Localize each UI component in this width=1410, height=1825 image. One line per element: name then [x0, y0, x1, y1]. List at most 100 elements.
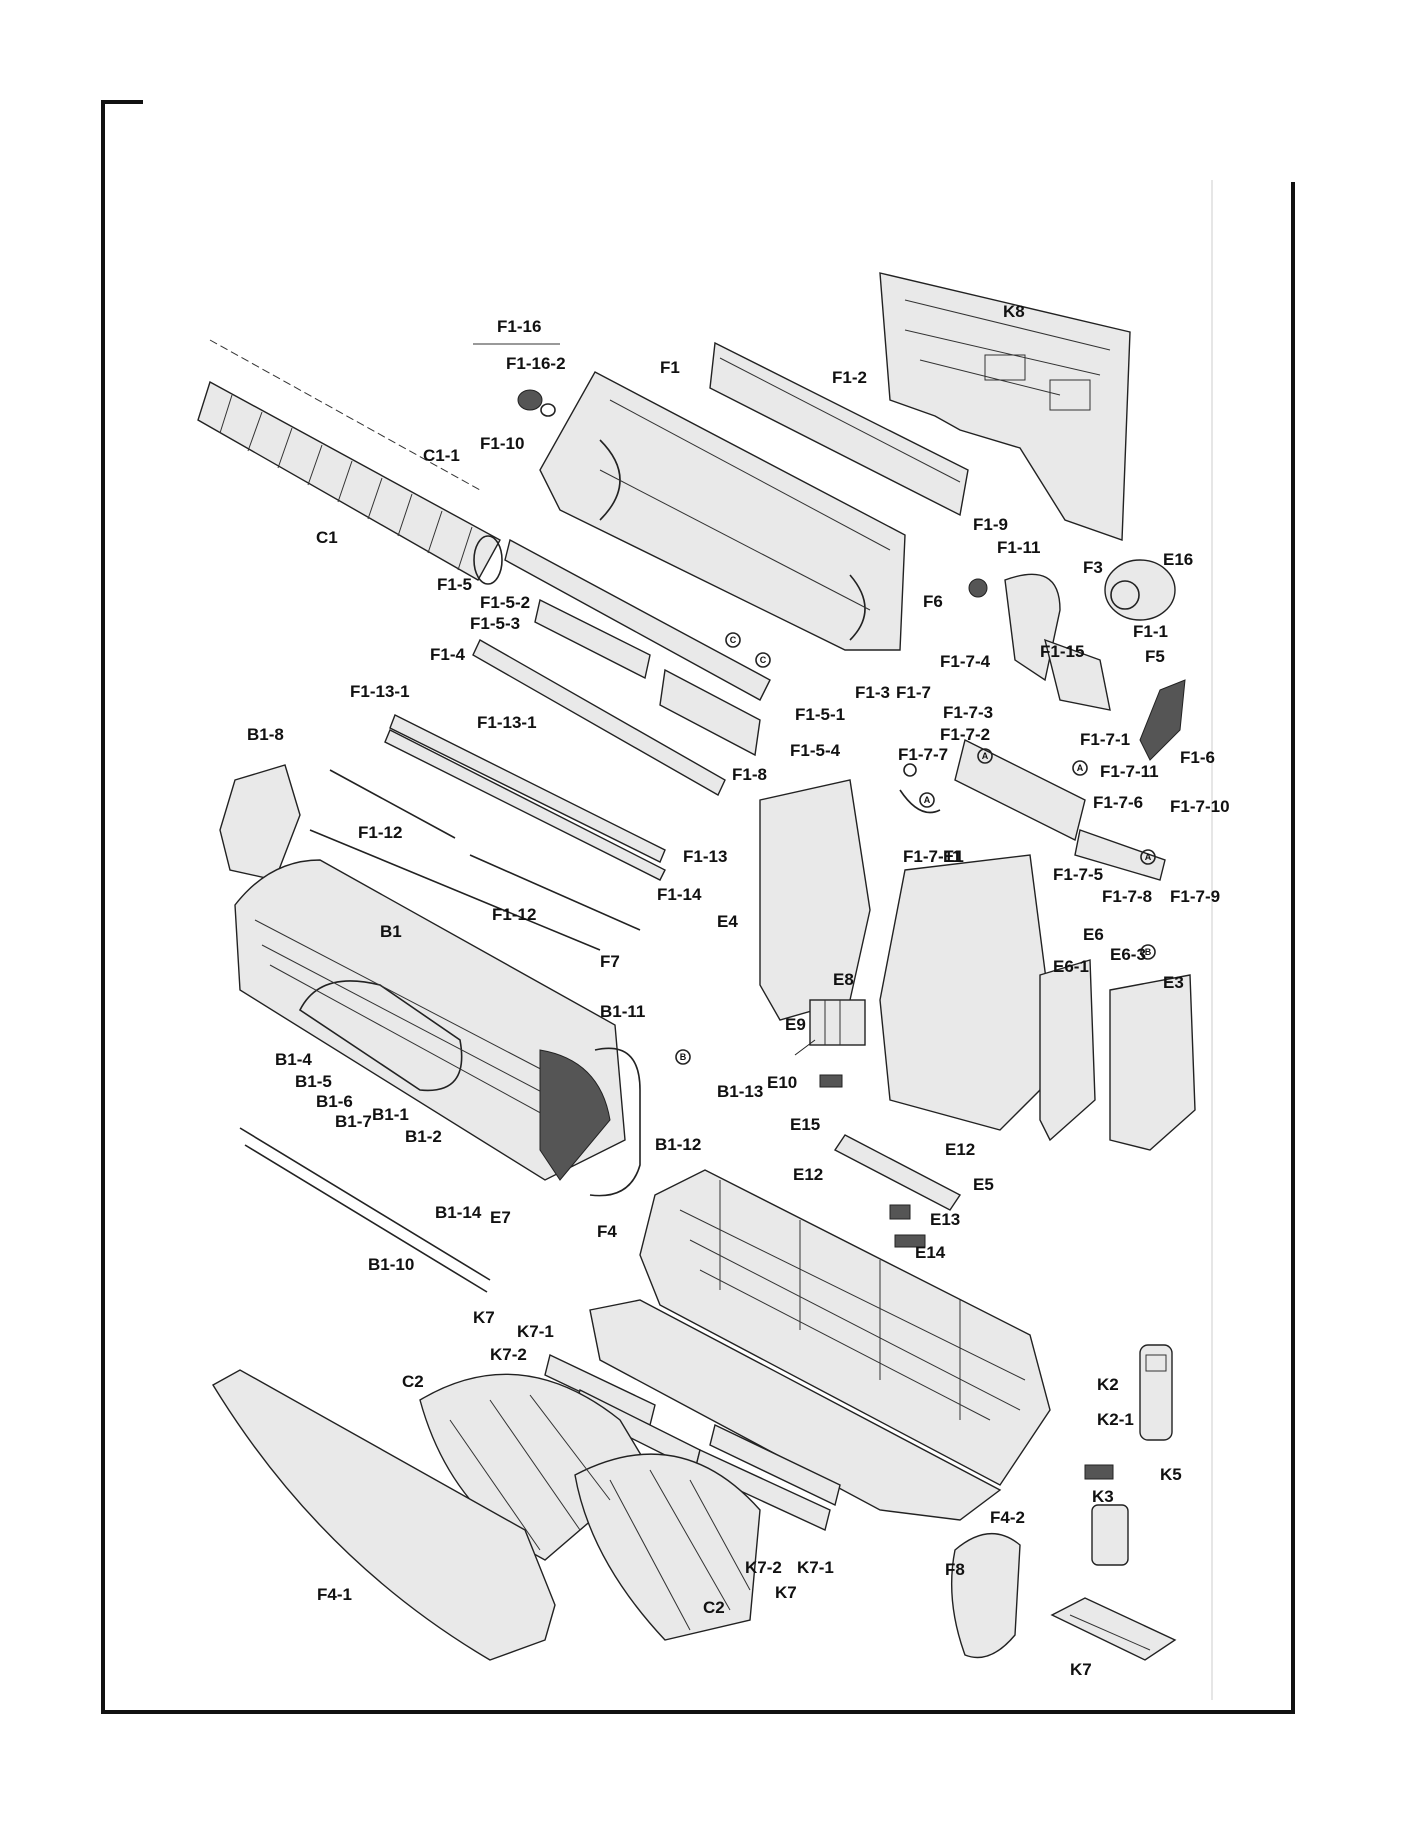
marker-b2-text: B	[680, 1052, 687, 1062]
label-e16: E16	[1163, 550, 1193, 569]
marker-a3-text: A	[1145, 852, 1152, 862]
label-e3: E3	[1163, 973, 1184, 992]
marker-a3	[1140, 849, 1156, 865]
marker-a4	[919, 792, 935, 808]
electrical-boxes	[759, 779, 1196, 1151]
label-e7: E7	[490, 1208, 511, 1227]
bearing-f1-16	[473, 343, 560, 417]
label-f1-5-1: F1-5-1	[795, 705, 845, 724]
label-b1-13: B1-13	[717, 1082, 763, 1101]
clip-f1-6	[1139, 679, 1186, 761]
louver-f1-2	[709, 341, 969, 517]
label-b1-14: B1-14	[435, 1203, 482, 1222]
label-f8: F8	[945, 1560, 965, 1579]
label-f1-4: F1-4	[430, 645, 466, 664]
label-b1-2: B1-2	[405, 1127, 442, 1146]
part-labels: K8 F1-16 F1-16-2 F1 F1-2 C1-1 F1-10 C1 F…	[247, 302, 1230, 1679]
label-e4: E4	[717, 912, 738, 931]
label-e15: E15	[790, 1115, 820, 1134]
label-k3: K3	[1092, 1487, 1114, 1506]
label-f1-12a: F1-12	[358, 823, 402, 842]
marker-c2-text: C	[760, 655, 767, 665]
label-k7-1a: K7-1	[517, 1322, 554, 1341]
bars-f1-4-f1-13	[309, 639, 726, 951]
label-f1-7-8: F1-7-8	[1102, 887, 1152, 906]
label-f1-7-3: F1-7-3	[943, 703, 993, 722]
label-k7-1b: K7-1	[797, 1558, 834, 1577]
label-e5: E5	[973, 1175, 994, 1194]
marker-b1	[1140, 944, 1156, 960]
side-bracket-b1-8	[219, 764, 301, 881]
marker-letters: C C A A A A B B	[680, 635, 1152, 1062]
evaporator-b1	[234, 859, 641, 1197]
label-k5: K5	[1160, 1465, 1182, 1484]
label-f4: F4	[597, 1222, 617, 1241]
label-e12b: E12	[793, 1165, 823, 1184]
display-board-e5	[833, 1134, 962, 1248]
label-f1-3: F1-3	[855, 683, 890, 702]
label-f1-16-2: F1-16-2	[506, 354, 566, 373]
label-f1-7-9: F1-7-9	[1170, 887, 1220, 906]
label-k2-1: K2-1	[1097, 1410, 1134, 1429]
label-f1-13: F1-13	[683, 847, 727, 866]
label-b1-12: B1-12	[655, 1135, 701, 1154]
remote-accessories	[1050, 1344, 1177, 1661]
label-f1-7-11b: F1-7-11	[903, 847, 962, 866]
label-b1-8: B1-8	[247, 725, 284, 744]
front-panel-f4-1	[212, 1369, 556, 1661]
marker-c1-text: C	[730, 635, 737, 645]
label-e13: E13	[930, 1210, 960, 1229]
label-f1-5-4: F1-5-4	[790, 741, 841, 760]
air-filters-c2	[419, 1373, 761, 1641]
label-e6-1: E6-1	[1053, 957, 1089, 976]
label-c1-1: C1-1	[423, 446, 460, 465]
label-f1-7-10: F1-7-10	[1170, 797, 1230, 816]
label-f1-11: F1-11	[997, 538, 1040, 557]
label-f1-6: F1-6	[1180, 748, 1215, 767]
label-b1-4: B1-4	[275, 1050, 312, 1069]
label-f6: F6	[923, 592, 943, 611]
label-k2: K2	[1097, 1375, 1119, 1394]
marker-a1-text: A	[982, 751, 989, 761]
label-b1-11: B1-11	[600, 1002, 645, 1021]
label-k8: K8	[1003, 302, 1025, 321]
label-f1-1: F1-1	[1133, 622, 1168, 641]
label-c1: C1	[316, 528, 338, 547]
cross-flow-fan-c1	[197, 339, 503, 585]
label-f1-7-1: F1-7-1	[1080, 730, 1130, 749]
label-f4-1: F4-1	[317, 1585, 352, 1604]
label-f7: F7	[600, 952, 620, 971]
label-c2b: C2	[703, 1598, 725, 1617]
label-e8: E8	[833, 970, 854, 989]
label-f5: F5	[1145, 647, 1165, 666]
label-b1-5: B1-5	[295, 1072, 332, 1091]
label-f1-16: F1-16	[497, 317, 541, 336]
label-f1-13-1a: F1-13-1	[350, 682, 410, 701]
marker-c1	[725, 632, 741, 648]
label-e9: E9	[785, 1015, 806, 1034]
label-f1-13-1b: F1-13-1	[477, 713, 537, 732]
label-f1-12b: F1-12	[492, 905, 536, 924]
label-k7-2a: K7-2	[490, 1345, 527, 1364]
label-k7-2b: K7-2	[745, 1558, 782, 1577]
front-frame-f4	[639, 1169, 1051, 1486]
label-f1-15: F1-15	[1040, 642, 1084, 661]
reference-markers	[675, 632, 1156, 1065]
label-f1-7-6: F1-7-6	[1093, 793, 1143, 812]
label-b1-10: B1-10	[368, 1255, 414, 1274]
label-f1-9: F1-9	[973, 515, 1008, 534]
marker-b2	[675, 1049, 691, 1065]
label-f1-2: F1-2	[832, 368, 867, 387]
label-f1-10: F1-10	[480, 434, 524, 453]
label-f1-8: F1-8	[732, 765, 767, 784]
bottom-frame-f4-2	[589, 1299, 1002, 1521]
label-f1-7-11a: F1-7-11	[1100, 762, 1159, 781]
label-f1-5-3: F1-5-3	[470, 614, 520, 633]
label-e12a: E12	[945, 1140, 975, 1159]
label-k7b: K7	[775, 1583, 797, 1602]
label-f1-5: F1-5	[437, 575, 472, 594]
label-e10: E10	[767, 1073, 797, 1092]
label-f1: F1	[660, 358, 680, 377]
label-f1-14: F1-14	[657, 885, 702, 904]
